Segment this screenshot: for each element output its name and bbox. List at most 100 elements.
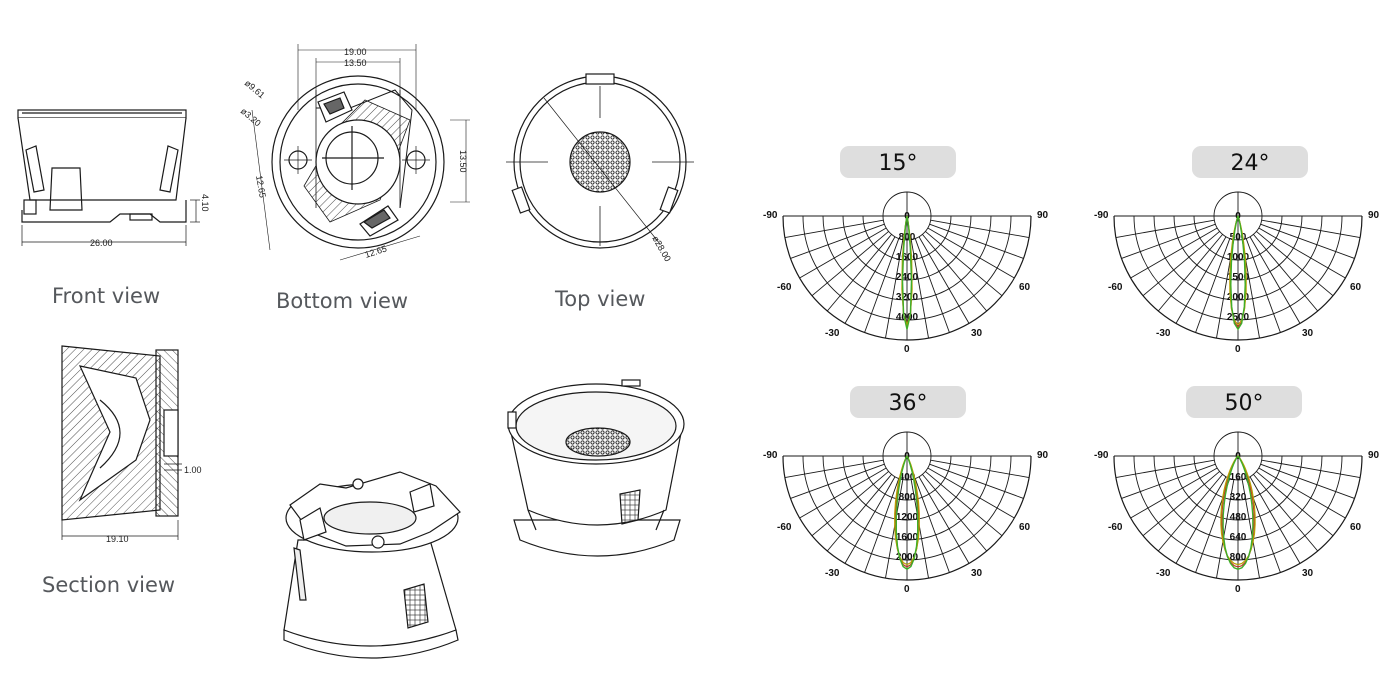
polar-spoke	[1253, 474, 1319, 552]
polar-spoke	[1175, 476, 1227, 564]
front-view-drawing	[17, 109, 200, 246]
angle-tick-label: 90	[1037, 450, 1049, 461]
polar-spoke	[844, 476, 896, 564]
angle-tick-label: -30	[825, 328, 840, 339]
section-thickness-dim: 1.00	[184, 465, 202, 475]
polar-spoke	[922, 234, 988, 312]
polar-spoke	[1130, 467, 1218, 519]
polar-spoke	[790, 223, 885, 259]
section-view-caption: Section view	[42, 573, 175, 597]
radial-tick-label: 2500	[1227, 312, 1250, 323]
bottom-slant-bottom-dim: 12.65	[364, 243, 389, 259]
radial-tick-label: 640	[1230, 532, 1247, 543]
polar-spoke	[784, 459, 884, 478]
top-diameter-dim: ø28.00	[650, 234, 673, 263]
radial-tick-label: 320	[1230, 492, 1247, 503]
polar-spoke	[1258, 227, 1346, 279]
beam-curve-green	[1222, 455, 1254, 571]
beam-curve-green	[901, 215, 913, 330]
radial-tick-label: 160	[1230, 472, 1247, 483]
beam-angle-label: 15°	[879, 151, 918, 176]
polar-spoke	[910, 239, 929, 339]
radial-tick-label: 2000	[896, 552, 919, 563]
polar-spoke	[1121, 223, 1216, 259]
angle-tick-label: 0	[1235, 584, 1241, 595]
angle-tick-label: -90	[763, 450, 778, 461]
angle-tick-label: 0	[904, 344, 910, 355]
angle-tick-label: -30	[1156, 568, 1171, 579]
radial-tick-label: 1200	[896, 512, 919, 523]
beam-angle-label: 24°	[1231, 151, 1270, 176]
beam-angle-label: 36°	[889, 391, 928, 416]
polar-spoke	[1241, 479, 1260, 579]
angle-tick-label: 30	[1302, 328, 1314, 339]
polar-spoke	[1256, 231, 1334, 297]
isometric-top-drawing	[507, 379, 685, 557]
polar-spoke	[930, 459, 1030, 478]
polar-spoke	[1195, 238, 1231, 333]
radial-tick-label: 480	[1230, 512, 1247, 523]
angle-tick-label: -90	[1094, 210, 1109, 221]
beam-angle-badge	[1192, 146, 1308, 178]
polar-spoke	[1260, 223, 1355, 259]
angle-tick-label: 30	[971, 328, 983, 339]
polar-spoke	[1256, 471, 1334, 537]
angle-tick-label: 60	[1019, 522, 1031, 533]
angle-tick-label: 60	[1350, 522, 1362, 533]
angle-tick-label: 30	[971, 568, 983, 579]
radial-tick-label: 1000	[1227, 252, 1250, 263]
polar-spoke	[799, 467, 887, 519]
bottom-view-caption: Bottom view	[276, 289, 408, 313]
polar-spoke	[914, 238, 950, 333]
radial-tick-label: 4000	[896, 312, 919, 323]
front-width-dim: 26.00	[90, 238, 113, 248]
radial-tick-label: 800	[899, 492, 916, 503]
radial-tick-label: 400	[899, 472, 916, 483]
beam-curve-green	[1230, 215, 1246, 331]
polar-spoke	[918, 236, 970, 324]
angle-tick-label: 30	[1302, 568, 1314, 579]
angle-tick-label: 0	[904, 584, 910, 595]
polar-spoke	[929, 463, 1024, 499]
bottom-view-drawing	[251, 44, 470, 261]
section-width-dim: 19.10	[106, 534, 129, 544]
radial-tick-label: 800	[1230, 552, 1247, 563]
angle-tick-label: -90	[1094, 450, 1109, 461]
polar-spoke	[1249, 476, 1301, 564]
polar-spoke	[1142, 231, 1220, 297]
beam-angle-badge	[850, 386, 966, 418]
angle-tick-label: -60	[1108, 522, 1123, 533]
polar-spoke	[864, 238, 900, 333]
angle-tick-label: 90	[1368, 450, 1380, 461]
bottom-hole-large-dim: ø9.61	[243, 78, 267, 100]
polar-spoke	[925, 471, 1003, 537]
radial-tick-label: 1500	[1227, 272, 1250, 283]
angle-tick-label: -90	[763, 210, 778, 221]
radial-tick-label: 500	[1230, 232, 1247, 243]
polar-spoke	[811, 471, 889, 537]
angle-tick-label: 60	[1019, 282, 1031, 293]
bottom-hole-small-dim: ø3.20	[239, 106, 263, 128]
isometric-bottom-drawing	[283, 471, 461, 659]
polar-spoke	[1115, 219, 1215, 238]
beam-angle-badge	[1186, 386, 1302, 418]
polar-spoke	[914, 478, 950, 573]
beam-angle-label: 50°	[1225, 391, 1264, 416]
polar-spoke	[826, 234, 892, 312]
polar-spoke	[1249, 236, 1301, 324]
polar-spoke	[811, 231, 889, 297]
radial-tick-label: 1600	[896, 252, 919, 263]
polar-spoke	[784, 219, 884, 238]
radial-tick-label: 2400	[896, 272, 919, 283]
polar-spoke	[1157, 474, 1223, 552]
polar-spoke	[910, 479, 929, 579]
bottom-vertical-dim: 13.50	[458, 150, 468, 173]
polar-spoke	[790, 463, 885, 499]
polar-spoke	[885, 479, 904, 579]
angle-tick-label: -60	[777, 522, 792, 533]
polar-spoke	[1216, 479, 1235, 579]
polar-spoke	[1175, 236, 1227, 324]
polar-spoke	[1261, 219, 1361, 238]
section-view-drawing	[61, 345, 182, 540]
